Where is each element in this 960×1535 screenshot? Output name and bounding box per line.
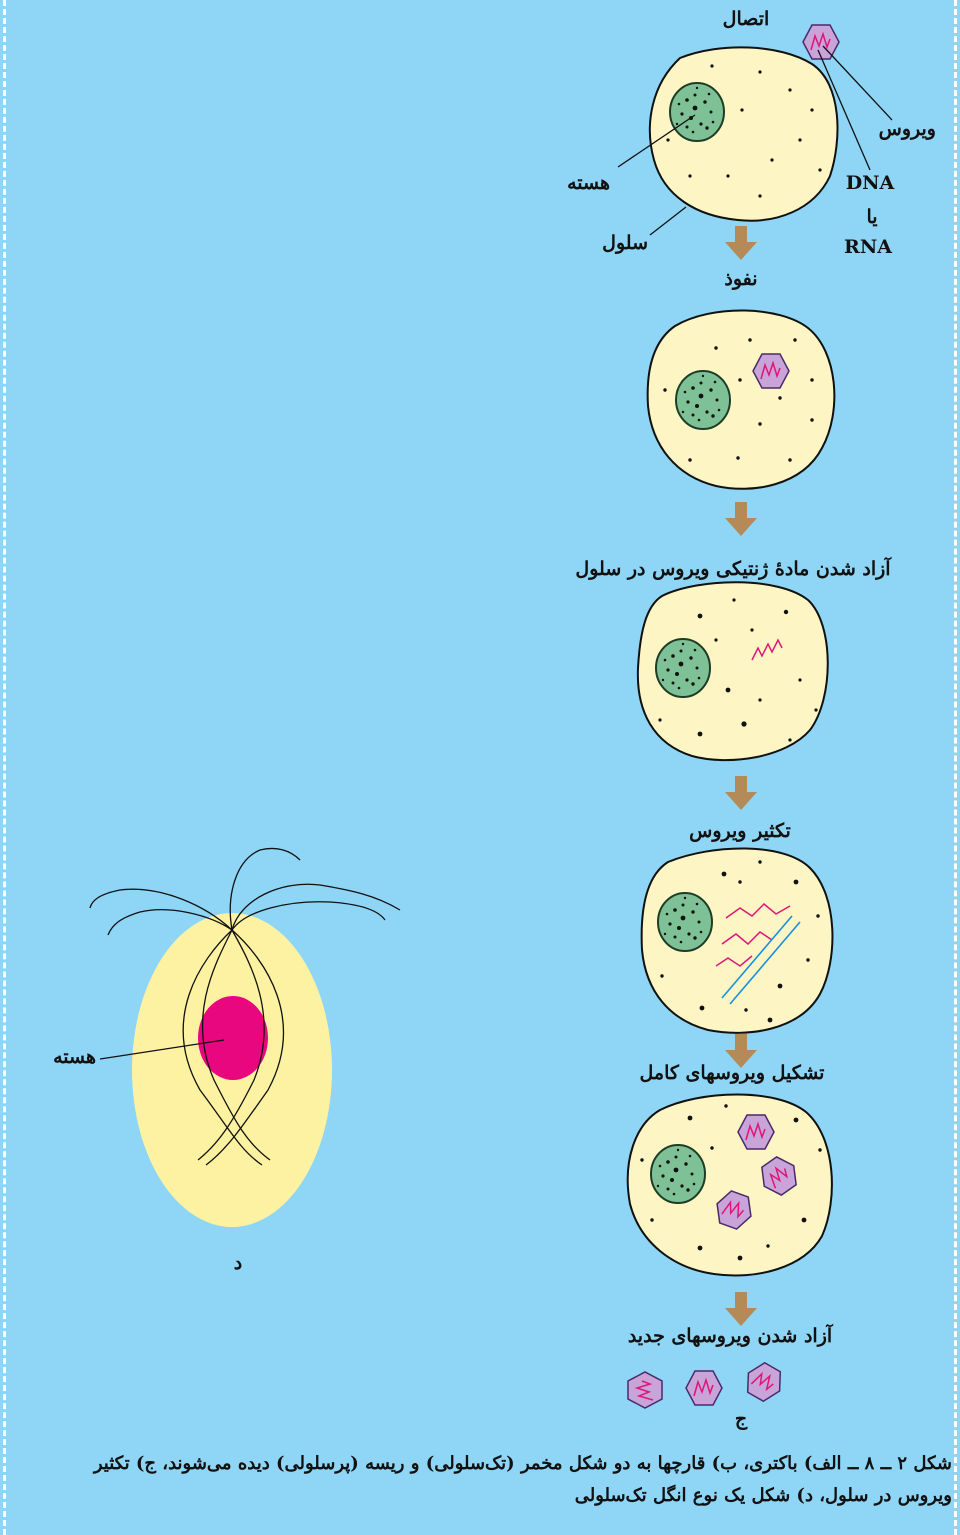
released-virus [628,1372,662,1408]
released-virus [686,1371,722,1405]
arrow-3 [725,776,757,810]
callout-dna: DNA [846,172,895,194]
protist [90,848,400,1227]
panel-letter-protist: د [234,1252,242,1274]
panel-letter-virus: ج [735,1408,747,1430]
protist-nucleus-label: هسته [53,1046,96,1068]
arrow-5 [725,1292,757,1326]
stage-label-assembly: تشکیل ویروسهای کامل [640,1062,825,1084]
cell-nucleus-5 [651,1145,705,1203]
cell-stage-genome-release [638,582,828,760]
callout-rna: RNA [844,236,892,258]
stage-label-virus-release: آزاد شدن ویروسهای جدید [628,1325,832,1347]
caption-line-2: ویروس در سلول، د) شکل یک نوع انگل تک‌سلو… [10,1480,952,1512]
cell-stage-attachment [618,25,892,235]
arrow-2 [725,502,757,536]
cell-stage-assembly [628,1095,832,1276]
cell-stage-penetration [648,310,835,488]
stage-label-replication: تکثیر ویروس [689,820,791,842]
stage-label-genome-release: آزاد شدن مادهٔ ژنتیکی ویروس در سلول [575,558,890,580]
callout-cell: سلول [602,232,648,254]
cell-stage-replication [642,848,833,1032]
stage-label-attachment: اتصال [723,8,770,30]
callout-virus: ویروس [879,118,936,140]
stage-label-penetration: نفوذ [724,268,757,290]
cell-nucleus-4 [658,893,712,951]
arrow-1 [725,226,757,260]
cell-nucleus-3 [656,639,710,697]
cell-nucleus-1 [670,83,724,141]
caption-line-1: شکل ۲ ــ ۸ ــ الف) باکتری، ب) قارچها به … [10,1448,952,1480]
virus-attaching [803,25,839,59]
released-virus [740,1358,788,1405]
callout-nucleus: هسته [567,172,610,194]
figure-caption: شکل ۲ ــ ۸ ــ الف) باکتری، ب) قارچها به … [10,1448,952,1512]
cell-nucleus-2 [676,371,730,429]
callout-or: یا [866,206,877,228]
